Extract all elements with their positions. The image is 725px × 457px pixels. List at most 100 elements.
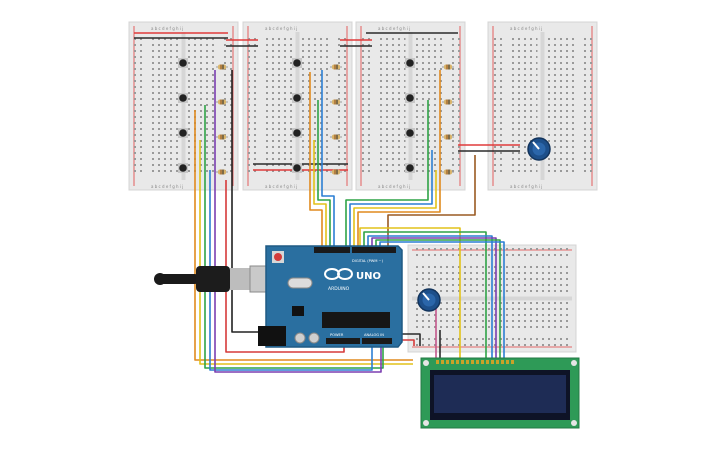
lcd-pin	[451, 360, 454, 364]
resistor	[444, 99, 452, 105]
resistor	[332, 169, 340, 175]
lcd-pin	[456, 360, 459, 364]
pushbutton-cap	[179, 59, 187, 67]
rail-holes	[580, 36, 594, 176]
power-jack	[258, 326, 286, 346]
terminal-holes	[376, 36, 406, 176]
arduino-logo-text: ARDUINO	[328, 286, 350, 292]
components	[178, 58, 454, 175]
terminal-holes	[186, 36, 216, 176]
pushbutton-cap	[179, 164, 187, 172]
rail-holes	[491, 36, 505, 176]
wire-black-gnd2	[402, 333, 421, 346]
breadboard-3: a b c d e f g h i j a b c d e f g h i j	[355, 21, 466, 191]
rail-holes	[448, 36, 462, 176]
rail-holes	[359, 36, 373, 176]
pushbutton-cap	[293, 129, 301, 137]
lcd-mount-hole	[571, 360, 577, 366]
resistor	[218, 169, 226, 175]
wire-orange-d2	[357, 70, 441, 248]
column-letters-top: a b c d e f g h i j	[378, 26, 410, 31]
resistor-band	[334, 134, 336, 140]
lcd-pin	[486, 360, 489, 364]
arduino-uno-board[interactable]: UNO ARDUINO DIGITAL (PWM ~) POWER ANALOG…	[154, 245, 403, 348]
usb-connector	[230, 268, 250, 290]
terminal-holes	[300, 36, 330, 176]
power-header	[326, 338, 360, 344]
resistor-band	[448, 169, 450, 175]
resistor-band	[222, 64, 224, 70]
resistor	[444, 64, 452, 70]
digital-header-left	[314, 247, 350, 253]
wire-blue-lcd	[367, 235, 493, 362]
wire-purple-lcd	[371, 237, 497, 362]
analog-pins-label: ANALOG IN	[364, 333, 384, 337]
resistor	[444, 134, 452, 140]
resistor-band	[446, 169, 448, 175]
atmega-chip	[322, 312, 390, 328]
rail-holes	[132, 36, 146, 176]
wire-green-d2	[345, 100, 429, 248]
digital-header-right	[352, 247, 396, 253]
lcd-pin	[466, 360, 469, 364]
wire-green-signal	[204, 105, 384, 369]
wire-black-gnd	[231, 70, 262, 333]
resistor	[218, 99, 226, 105]
lcd-mount-hole	[423, 420, 429, 426]
center-channel	[295, 32, 300, 180]
lcd-pin	[496, 360, 499, 364]
potentiometer-top[interactable]	[527, 137, 551, 161]
resistor-band	[448, 64, 450, 70]
resistor-band	[336, 64, 338, 70]
potentiometer-contrast[interactable]	[417, 288, 441, 312]
lcd-pin	[476, 360, 479, 364]
wire-yellow-signal	[199, 140, 413, 365]
center-channel	[540, 32, 545, 180]
lcd-pin	[436, 360, 439, 364]
column-letters-top: a b c d e f g h i j	[265, 26, 297, 31]
lcd-module[interactable]	[420, 357, 580, 429]
resistor	[218, 64, 226, 70]
rail-holes	[221, 36, 235, 176]
lcd-pin	[506, 360, 509, 364]
crystal-oscillator	[287, 277, 313, 289]
resistor-band	[334, 99, 336, 105]
pushbutton-cap	[406, 129, 414, 137]
resistor-band	[336, 169, 338, 175]
lcd-pin	[491, 360, 494, 364]
capacitor	[294, 332, 306, 344]
column-letters-bottom: a b c d e f g h i j	[265, 184, 297, 189]
column-letters-bottom: a b c d e f g h i j	[378, 184, 410, 189]
resistor	[218, 134, 226, 140]
pushbutton-cap	[293, 164, 301, 172]
arduino-infinity-logo	[324, 268, 353, 280]
column-letters-bottom: a b c d e f g h i j	[510, 184, 542, 189]
resistor-band	[222, 134, 224, 140]
pushbutton-cap	[179, 129, 187, 137]
wire-blue-lcd2	[379, 241, 505, 362]
wire-yellow-lcd	[359, 227, 461, 362]
reset-button-cap[interactable]	[274, 253, 282, 261]
breadboard-2: a b c d e f g h i j a b c d e f g h i j	[242, 21, 353, 191]
breadboard-4: a b c d e f g h i j a b c d e f g h i j	[487, 21, 598, 191]
wire-blue-d	[321, 70, 335, 248]
resistor-band	[220, 169, 222, 175]
resistor-band	[222, 169, 224, 175]
wire-green-lcd2	[375, 239, 501, 362]
resistor-band	[220, 134, 222, 140]
resistor-band	[446, 99, 448, 105]
lcd-pin	[441, 360, 444, 364]
usb-plug-body	[196, 266, 230, 292]
resistor-band	[222, 99, 224, 105]
pushbutton-cap	[293, 59, 301, 67]
resistor-band	[220, 99, 222, 105]
wire-green-d	[317, 100, 331, 248]
resistor-band	[334, 64, 336, 70]
column-letters-top: a b c d e f g h i j	[510, 26, 542, 31]
pushbutton-cap	[179, 94, 187, 102]
terminal-holes	[263, 36, 293, 176]
column-letters-bottom: a b c d e f g h i j	[151, 184, 183, 189]
terminal-holes	[149, 36, 179, 176]
